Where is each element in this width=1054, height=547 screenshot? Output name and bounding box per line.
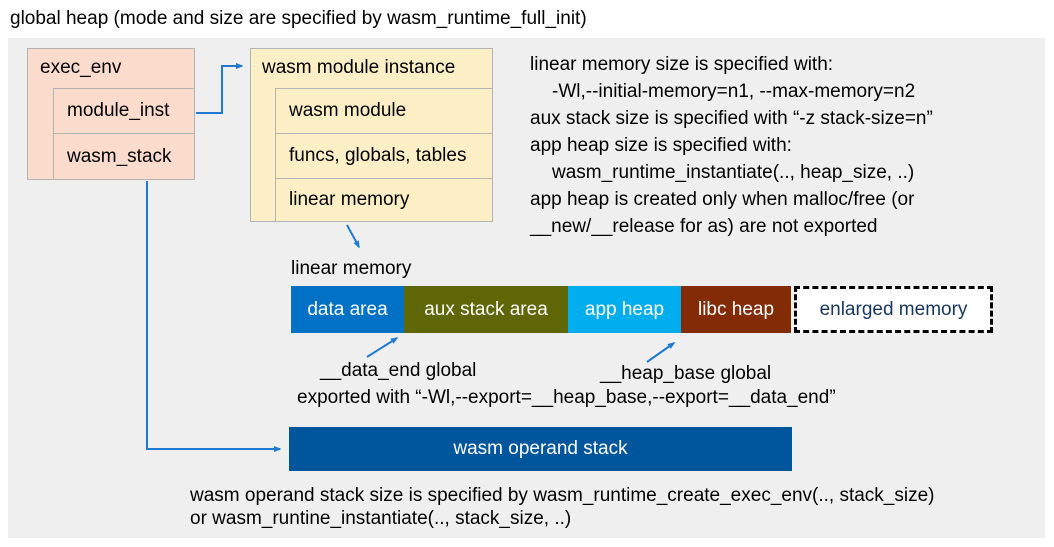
- footer-line: or wasm_runtine_instantiate(.., stack_si…: [190, 508, 572, 529]
- exec-env-title: exec_env: [40, 57, 122, 78]
- wasm-module-instance-title: wasm module instance: [262, 57, 456, 78]
- note-line: wasm_runtime_instantiate(.., heap_size, …: [552, 162, 915, 183]
- note-line: -Wl,--initial-memory=n1, --max-memory=n2: [552, 81, 916, 102]
- operand-stack-size-notes: wasm operand stack size is specified by …: [190, 484, 935, 530]
- instance-row-wasm-module: wasm module: [275, 88, 493, 134]
- wasm-operand-stack-bar: wasm operand stack: [289, 427, 792, 471]
- data-end-global-label: __data_end global: [320, 360, 477, 381]
- heap-base-global-label: __heap_base global: [600, 363, 772, 384]
- memory-segment-enlarged-memory: enlarged memory: [794, 286, 993, 333]
- memory-segment-data-area: data area: [291, 286, 404, 333]
- exported-with-label: exported with “-Wl,--export=__heap_base,…: [297, 387, 836, 408]
- exec-env-row-wasm-stack: wasm_stack: [53, 133, 195, 180]
- note-line: __new/__release for as) are not exported: [530, 216, 878, 237]
- note-line: app heap is created only when malloc/fre…: [530, 189, 915, 210]
- memory-segment-app-heap: app heap: [568, 286, 681, 333]
- linear-memory-label: linear memory: [291, 258, 412, 279]
- note-line: app heap size is specified with:: [530, 135, 792, 156]
- instance-row-funcs-globals-tables: funcs, globals, tables: [275, 133, 493, 179]
- memory-size-notes: linear memory size is specified with: -W…: [530, 51, 1040, 240]
- note-line: aux stack size is specified with “-z sta…: [530, 108, 933, 129]
- footer-line: wasm operand stack size is specified by …: [190, 485, 935, 506]
- instance-row-linear-memory: linear memory: [275, 178, 493, 222]
- memory-segment-aux-stack-area: aux stack area: [404, 286, 568, 333]
- memory-segment-libc-heap: libc heap: [681, 286, 791, 333]
- page-title: global heap (mode and size are specified…: [10, 8, 587, 29]
- exec-env-row-module-inst: module_inst: [53, 88, 195, 134]
- note-line: linear memory size is specified with:: [530, 54, 834, 75]
